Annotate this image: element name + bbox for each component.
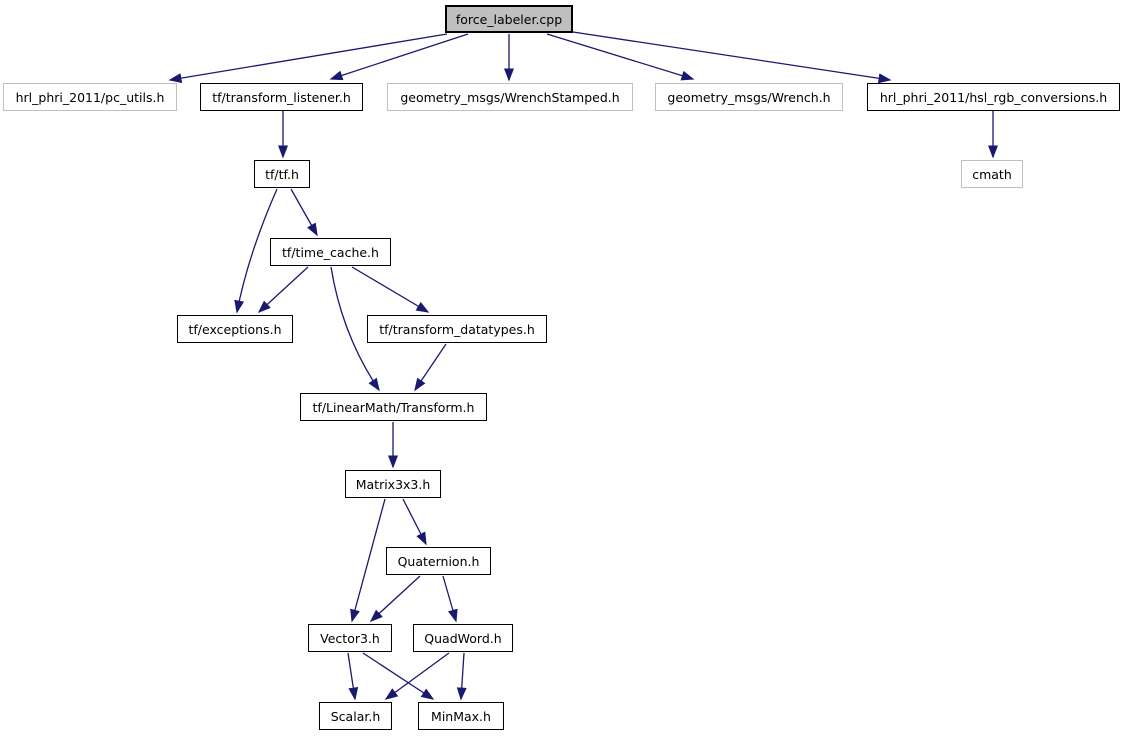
node-matrix3x3[interactable]: Matrix3x3.h [345,470,441,498]
edge-force_labeler-to-wrench [546,33,695,81]
edge-vector3-to-scalar [347,652,359,701]
edge-time_cache-to-exceptions [257,266,309,314]
edge-force_labeler-to-hsl_rgb [572,31,892,84]
node-pc_utils: hrl_phri_2011/pc_utils.h [3,83,177,111]
edge-datatypes-to-transform_h [414,343,447,392]
edge-quaternion-to-quadword [442,575,458,623]
node-transform_h[interactable]: tf/LinearMath/Transform.h [300,393,487,421]
edge-quadword-to-scalar [384,652,450,700]
edge-force_labeler-to-transform_listener [329,33,469,81]
node-minmax[interactable]: MinMax.h [418,702,504,730]
edge-matrix3x3-to-vector3 [350,498,386,623]
edge-vector3-to-minmax [362,652,435,700]
edge-time_cache-to-datatypes [351,266,430,313]
edge-quadword-to-minmax [456,652,467,701]
edge-tftf-to-time_cache [290,188,318,237]
node-transform_listener[interactable]: tf/transform_listener.h [200,83,363,111]
node-time_cache[interactable]: tf/time_cache.h [270,238,391,266]
node-quadword[interactable]: QuadWord.h [413,624,513,652]
edge-quaternion-to-vector3 [369,575,421,623]
node-datatypes[interactable]: tf/transform_datatypes.h [367,315,547,343]
node-exceptions[interactable]: tf/exceptions.h [177,315,293,343]
node-force_labeler: force_labeler.cpp [445,5,573,33]
node-wrenchstamped: geometry_msgs/WrenchStamped.h [387,83,633,111]
node-cmath: cmath [961,160,1023,188]
node-hsl_rgb[interactable]: hrl_phri_2011/hsl_rgb_conversions.h [867,83,1120,111]
edge-matrix3x3-to-quaternion [402,498,427,546]
node-tftf[interactable]: tf/tf.h [254,160,310,188]
node-scalar[interactable]: Scalar.h [319,702,392,730]
edge-force_labeler-to-pc_utils [168,33,448,84]
node-vector3[interactable]: Vector3.h [308,624,392,652]
node-wrench: geometry_msgs/Wrench.h [655,83,843,111]
node-quaternion[interactable]: Quaternion.h [386,547,491,575]
